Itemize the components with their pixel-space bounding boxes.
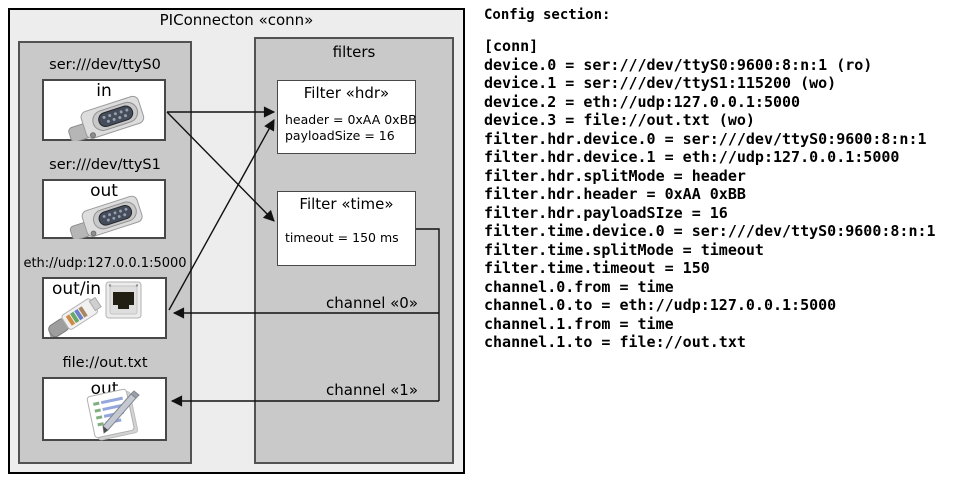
filter-title: Filter «hdr» bbox=[303, 84, 390, 102]
device-url-label: ser:///dev/ttyS0 bbox=[49, 57, 161, 73]
ethernet-icon bbox=[48, 281, 142, 337]
filter-title: Filter «time» bbox=[299, 195, 394, 213]
config-heading: Config section: bbox=[484, 7, 611, 23]
channel-0-label: channel «0» bbox=[326, 294, 419, 312]
notepad-icon bbox=[86, 388, 140, 441]
direction-label: out/in bbox=[52, 279, 102, 299]
devices-group: ser:///dev/ttyS0 in bbox=[18, 41, 192, 464]
channel-1-label: channel «1» bbox=[326, 381, 419, 399]
filters-group: filters Filter «hdr» header = 0xAA 0xBB … bbox=[254, 37, 454, 464]
direction-label: out bbox=[90, 181, 118, 201]
device-box-eth: out/in bbox=[42, 277, 167, 339]
serial-connector-icon bbox=[68, 95, 145, 141]
config-text: [conn] device.0 = ser:///dev/ttyS0:9600:… bbox=[484, 37, 936, 351]
filters-group-label: filters bbox=[332, 43, 376, 61]
device-box-ttys1: out bbox=[42, 179, 166, 239]
pen-icon bbox=[102, 390, 140, 434]
filter-box-hdr: Filter «hdr» header = 0xAA 0xBB payloadS… bbox=[277, 80, 417, 154]
device-url-label: eth://udp:127.0.0.1:5000 bbox=[23, 256, 187, 271]
device-box-ttys0: in bbox=[42, 79, 166, 141]
filter-box-time: Filter «time» timeout = 150 ms bbox=[277, 191, 416, 266]
filter-attribute: timeout = 150 ms bbox=[285, 230, 399, 245]
ethernet-port-icon bbox=[105, 281, 142, 319]
filter-attribute: header = 0xAA 0xBB bbox=[285, 112, 417, 127]
ethernet-cable-icon bbox=[48, 296, 102, 337]
device-box-file: out bbox=[42, 377, 167, 441]
direction-label: in bbox=[96, 81, 112, 101]
device-url-label: file://out.txt bbox=[62, 355, 148, 371]
serial-connector-icon bbox=[69, 195, 143, 239]
filter-attribute: payloadSize = 16 bbox=[285, 128, 395, 143]
connection-diagram: PIConnecton «conn» ser:///dev/ttyS0 in bbox=[8, 8, 465, 474]
config-panel: Config section: [conn] device.0 = ser://… bbox=[484, 0, 964, 484]
diagram-title: PIConnecton «conn» bbox=[159, 11, 314, 29]
device-url-label: ser:///dev/ttyS1 bbox=[49, 157, 161, 173]
